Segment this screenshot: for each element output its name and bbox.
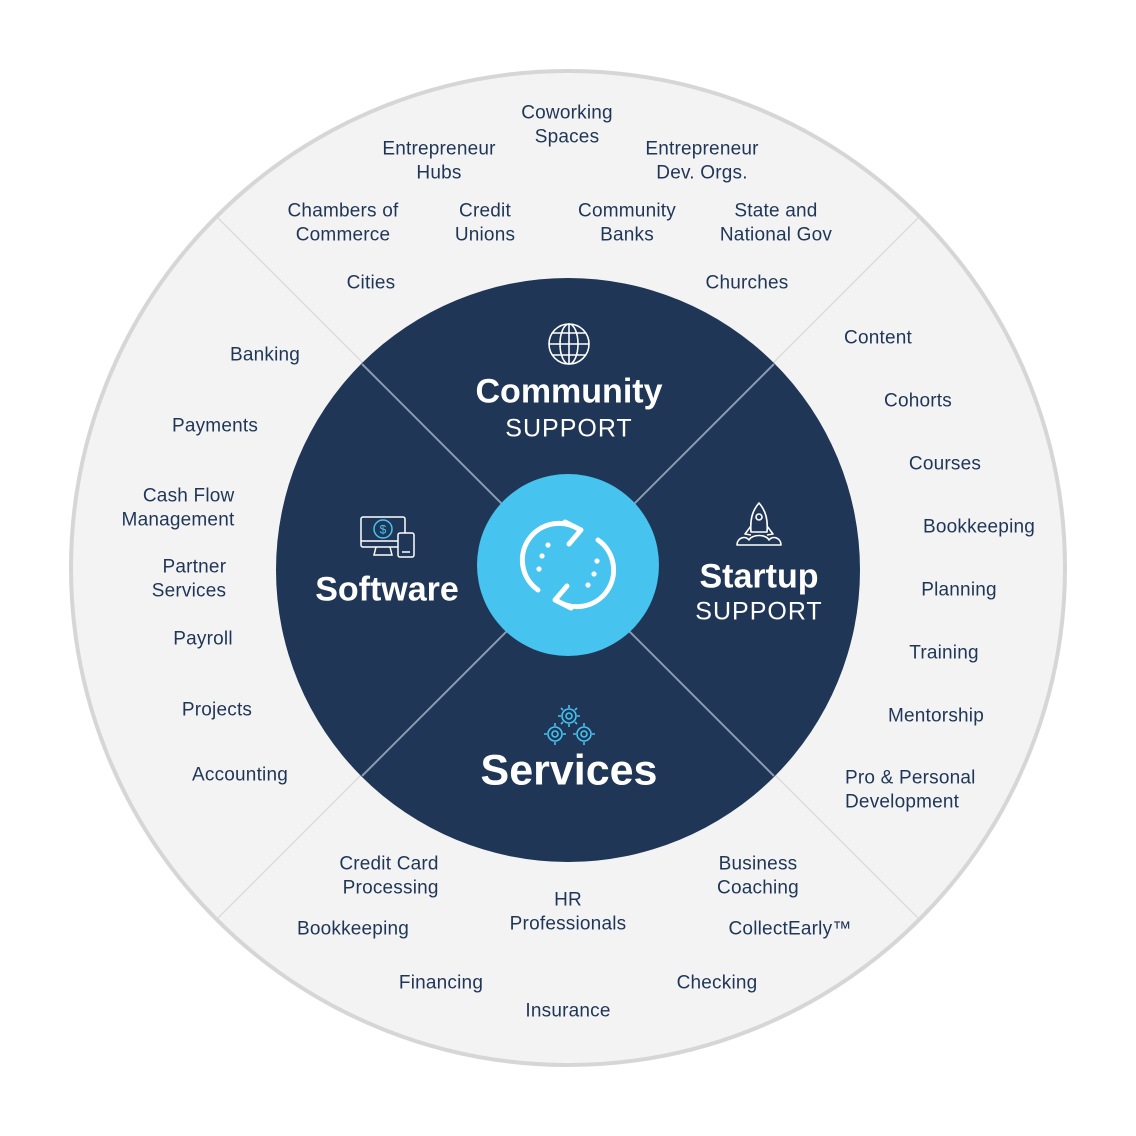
- software-item: Partner Services: [151, 556, 227, 602]
- devices-dollar-icon: $: [360, 516, 415, 558]
- services-item: Credit Card Processing: [339, 853, 439, 899]
- services-item: Business Coaching: [717, 853, 799, 899]
- services-item: HR Professionals: [509, 889, 627, 935]
- services-item: CollectEarly™: [728, 918, 852, 940]
- services-item: Insurance: [525, 1000, 611, 1022]
- community-item: Credit Unions: [454, 200, 516, 246]
- services-title: Services: [480, 746, 658, 795]
- community-subtitle: SUPPORT: [505, 414, 633, 443]
- startup-title: Startup: [699, 557, 819, 596]
- startup-subtitle: SUPPORT: [695, 597, 823, 626]
- globe-icon: [548, 323, 590, 365]
- software-item: Payroll: [173, 628, 233, 650]
- outer-divider: [770, 217, 919, 366]
- software-item: Accounting: [191, 764, 289, 786]
- services-item: Bookkeeping: [296, 918, 410, 940]
- outer-divider: [217, 770, 366, 919]
- startup-item: Training: [909, 642, 979, 664]
- services-item: Financing: [398, 972, 484, 994]
- community-item: Churches: [705, 272, 789, 294]
- software-item: Banking: [229, 344, 301, 366]
- svg-text:$: $: [380, 523, 387, 537]
- community-item: Coworking Spaces: [521, 102, 613, 148]
- community-title: Community: [475, 372, 663, 411]
- startup-item: Courses: [908, 453, 982, 475]
- community-item: Entrepreneur Dev. Orgs.: [645, 138, 759, 184]
- software-item: Cash Flow Management: [121, 485, 235, 531]
- rocket-icon: [736, 502, 782, 546]
- community-item: Chambers of Commerce: [287, 200, 399, 246]
- software-item: Projects: [181, 699, 253, 721]
- center-circle: [477, 474, 659, 656]
- community-item: State and National Gov: [719, 200, 833, 246]
- software-title: Software: [315, 570, 459, 609]
- startup-item: Planning: [921, 579, 997, 601]
- community-item: Entrepreneur Hubs: [382, 138, 496, 184]
- outer-divider: [770, 770, 919, 919]
- startup-item: Cohorts: [884, 390, 952, 412]
- startup-item: Pro & Personal Development: [845, 767, 976, 813]
- gears-icon: [544, 705, 595, 745]
- sync-arrows-icon: [519, 519, 617, 611]
- community-item: Community Banks: [578, 200, 676, 246]
- community-item: Cities: [346, 272, 396, 294]
- startup-item: Bookkeeping: [922, 516, 1036, 538]
- outer-divider: [217, 217, 366, 366]
- software-item: Payments: [171, 415, 259, 437]
- startup-item: Content: [844, 327, 912, 349]
- startup-item: Mentorship: [888, 705, 984, 727]
- services-item: Checking: [676, 972, 758, 994]
